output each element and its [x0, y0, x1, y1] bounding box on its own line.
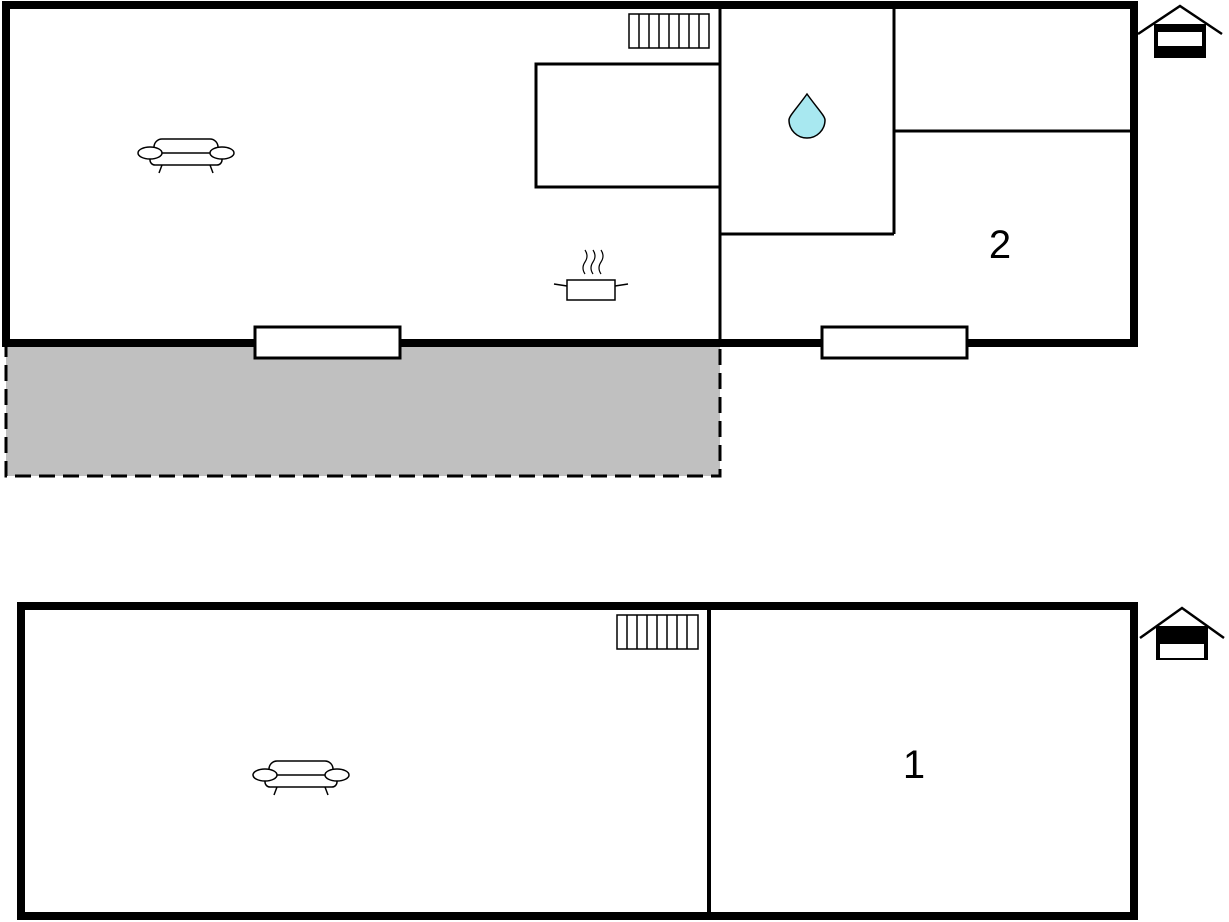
window-right	[820, 325, 969, 360]
cooking-pot-icon	[553, 249, 629, 301]
room-label-2: 2	[989, 223, 1011, 267]
radiator-icon	[628, 13, 710, 49]
house-floor-icon	[1139, 606, 1225, 660]
ground-floor: 1	[17, 602, 1225, 920]
window-left	[253, 325, 402, 360]
water-drop-icon	[788, 92, 826, 139]
house-floor-icon	[1137, 4, 1223, 58]
room-label-1: 1	[903, 743, 925, 787]
sofa-icon	[252, 760, 350, 796]
ground-outer-wall	[17, 602, 1138, 920]
upper-floor: 2	[2, 1, 1223, 478]
kitchen-counter	[534, 62, 722, 189]
radiator-icon	[616, 614, 699, 650]
terrace	[4, 341, 722, 478]
upper-outer-wall	[2, 1, 1138, 347]
sofa-icon	[137, 138, 235, 174]
